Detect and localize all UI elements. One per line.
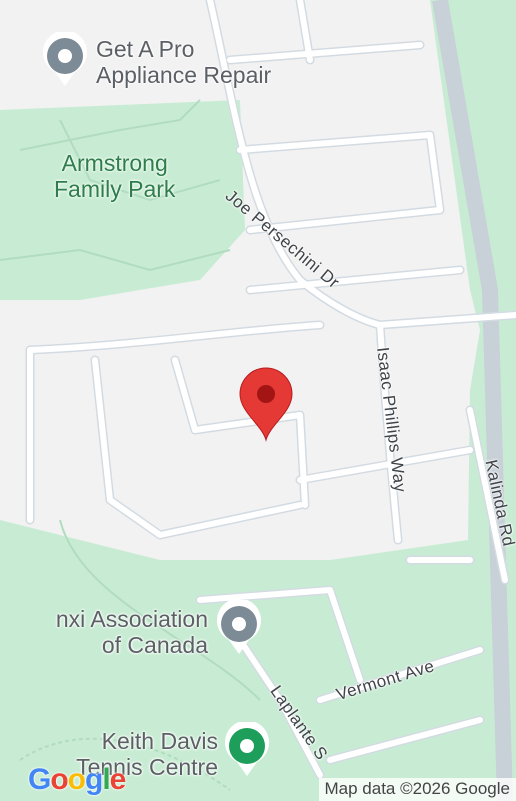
poi-pin-appliance-repair-icon[interactable] — [40, 32, 90, 88]
poi-label-appliance-repair[interactable]: Get A Pro Appliance Repair — [96, 36, 272, 88]
highway — [432, 0, 513, 801]
park-label-armstrong[interactable]: Armstrong Family Park — [54, 150, 176, 202]
road-fills — [27, 0, 516, 778]
google-logo[interactable]: Google — [28, 763, 126, 796]
poi-pin-tennis-centre-icon[interactable] — [222, 722, 272, 778]
park-paths — [0, 99, 261, 791]
poi-label-tennis-centre[interactable]: Keith Davis Tennis Centre — [76, 728, 218, 780]
park-strip-east — [488, 0, 516, 801]
residential-area-north — [0, 0, 240, 110]
location-marker-icon[interactable] — [239, 367, 293, 442]
poi-pin-association-icon[interactable] — [214, 600, 264, 656]
map-attribution[interactable]: Map data ©2026 Google — [318, 778, 516, 801]
armstrong-park-area — [0, 100, 245, 300]
poi-label-association[interactable]: nxi Association of Canada — [55, 606, 208, 658]
